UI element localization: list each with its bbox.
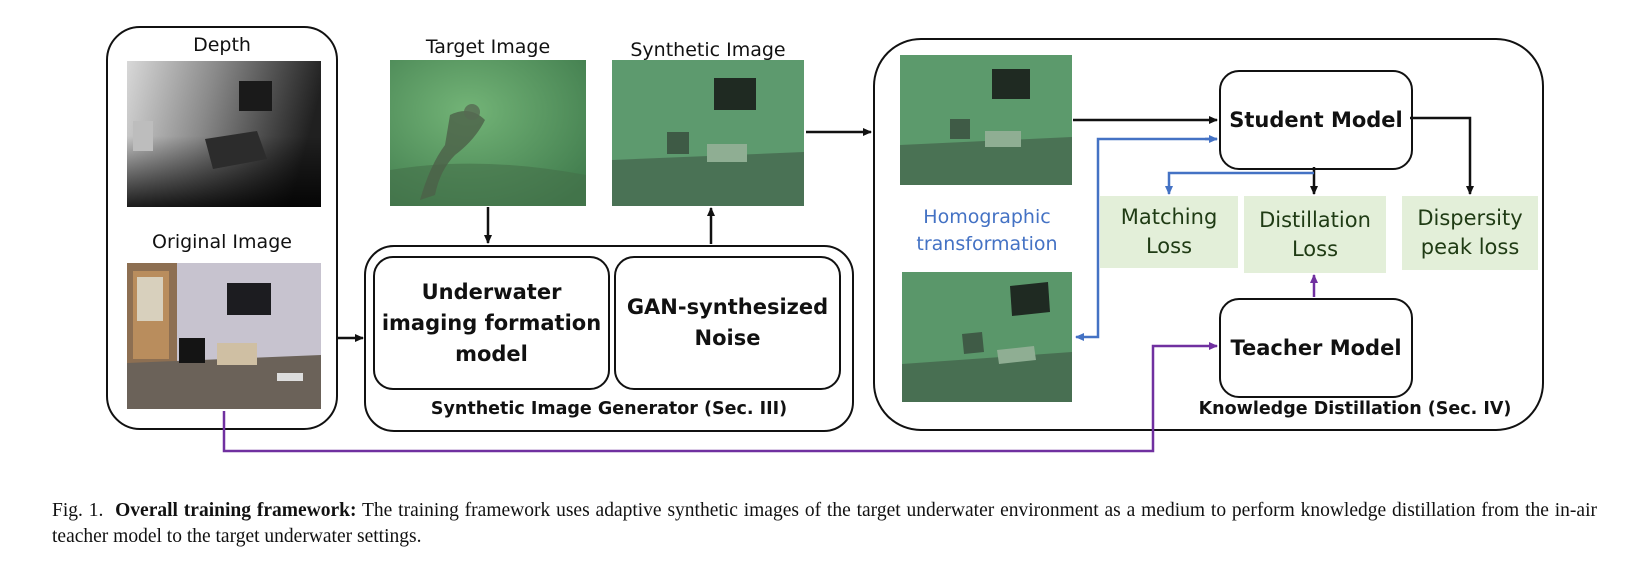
caption-prefix: Fig. 1.	[52, 500, 104, 521]
underwater-model-line-1: Underwater	[421, 279, 562, 304]
distillation-loss-line-2: Loss	[1291, 236, 1339, 261]
caption-bold: Overall training framework:	[115, 500, 357, 521]
generator-caption: Synthetic Image Generator (Sec. III)	[430, 399, 788, 419]
input-panel	[106, 26, 338, 430]
synthetic-image	[612, 60, 804, 206]
distillation-caption: Knowledge Distillation (Sec. IV)	[1198, 399, 1512, 419]
homographic-line-1: Homographic	[923, 206, 1051, 228]
gan-noise-line-2: Noise	[694, 326, 761, 350]
homographic-top-image	[900, 55, 1072, 185]
synthetic-image-label: Synthetic Image	[630, 39, 786, 61]
dispersity-peak-loss-box: Dispersity peak loss	[1402, 196, 1538, 270]
original-image-label: Original Image	[152, 231, 292, 253]
dispersity-loss-line-1: Dispersity	[1417, 206, 1523, 230]
gan-noise-line-1: GAN-synthesized	[626, 295, 829, 319]
student-model-label: Student Model	[1229, 108, 1403, 132]
underwater-model-line-2: imaging formation	[381, 310, 602, 335]
caption-text: The training framework uses adaptive syn…	[52, 500, 1597, 547]
matching-loss-line-1: Matching	[1120, 205, 1218, 229]
depth-label: Depth	[193, 34, 251, 56]
teacher-model-label: Teacher Model	[1230, 336, 1402, 360]
target-image	[390, 60, 586, 206]
teacher-model-box: Teacher Model	[1219, 298, 1413, 398]
underwater-imaging-model-box: Underwater imaging formation model	[373, 256, 610, 390]
figure-caption: Fig. 1. Overall training framework: The …	[52, 498, 1597, 550]
matching-loss-line-2: Loss	[1145, 234, 1193, 258]
student-model-box: Student Model	[1219, 70, 1413, 170]
distillation-loss-line-1: Distillation	[1259, 207, 1371, 232]
target-image-label: Target Image	[425, 36, 551, 58]
homographic-transformation-label: Homographic transformation	[897, 204, 1077, 258]
dispersity-loss-line-2: peak loss	[1420, 235, 1520, 259]
original-image	[127, 263, 321, 409]
homographic-line-2: transformation	[916, 233, 1058, 255]
underwater-model-line-3: model	[455, 341, 528, 366]
depth-image	[127, 61, 321, 207]
homographic-bottom-image	[902, 272, 1072, 402]
